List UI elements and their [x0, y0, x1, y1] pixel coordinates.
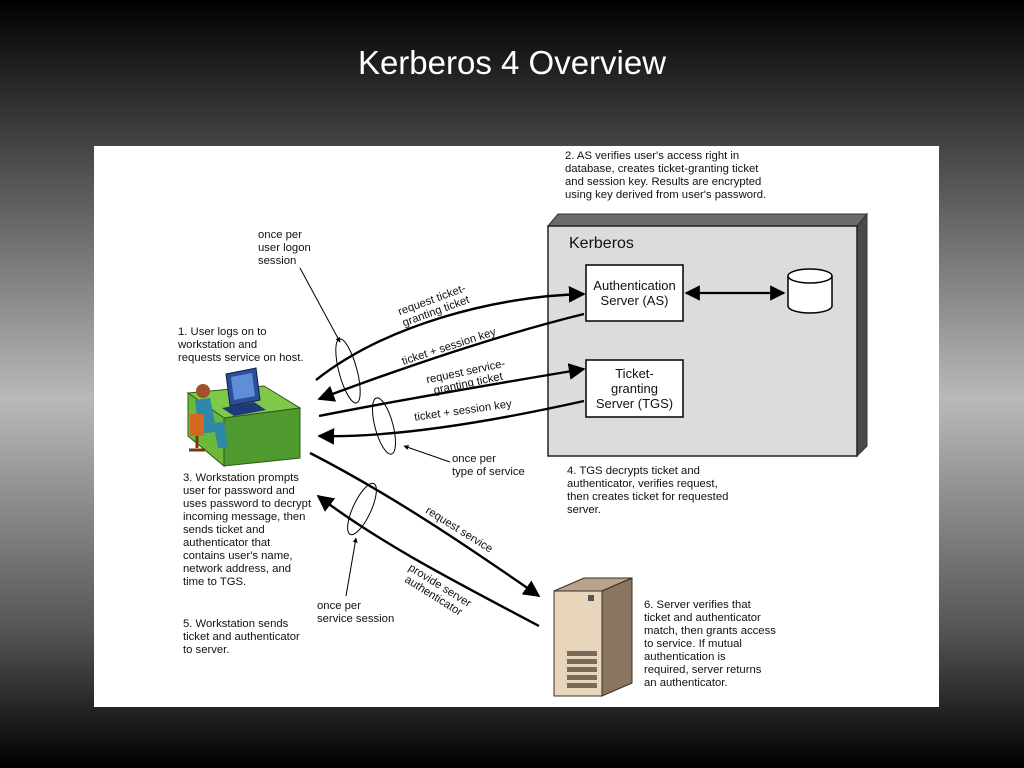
step3-note: 3. Workstation prompts user for password…: [183, 472, 312, 588]
once-service-type-pointer: [403, 445, 451, 463]
server-icon: [553, 577, 633, 697]
once-service-session-note: once per service session: [317, 600, 395, 625]
step5-note: 5. Workstation sends ticket and authenti…: [183, 618, 300, 656]
slide-title: Kerberos 4 Overview: [357, 44, 667, 81]
once-service-session-pointer: [345, 537, 358, 597]
step6-note: 6. Server verifies that ticket and authe…: [644, 599, 776, 689]
ticket-session-key-arrow-2: [317, 399, 585, 445]
tgs-box: [585, 359, 684, 418]
service-session-ellipse: [347, 482, 377, 536]
as-box: [585, 264, 684, 322]
once-logon-note: once per user logon session: [258, 229, 311, 267]
step2-note: 2. AS verifies user's access right in da…: [565, 150, 767, 201]
tgs-label: Ticket- granting Server (TGS): [595, 366, 674, 411]
step4-note: 4. TGS decrypts ticket and authenticator…: [567, 465, 729, 516]
diagram-graphics: [186, 212, 869, 697]
request-service-arrow: [309, 451, 541, 597]
request-tgt-arrow: [315, 285, 586, 381]
kerberos-diagram: Kerberos Authentication Server (AS) Tick…: [94, 146, 939, 707]
once-service-type-note: once per type of service: [452, 453, 525, 478]
workstation-icon: [186, 367, 302, 468]
service-type-ellipse: [372, 397, 396, 455]
logon-session-ellipse: [335, 338, 361, 404]
kerberos-label: Kerberos: [569, 235, 634, 252]
as-label: Authentication Server (AS): [593, 278, 676, 308]
ticket-session-key-arrow-1: [317, 312, 585, 402]
request-service-gt-arrow: [318, 363, 586, 418]
provide-authenticator-arrow: [316, 494, 540, 628]
once-logon-pointer: [299, 267, 341, 343]
step1-note: 1. User logs on to workstation and reque…: [178, 326, 304, 364]
database-icon: [787, 268, 833, 314]
